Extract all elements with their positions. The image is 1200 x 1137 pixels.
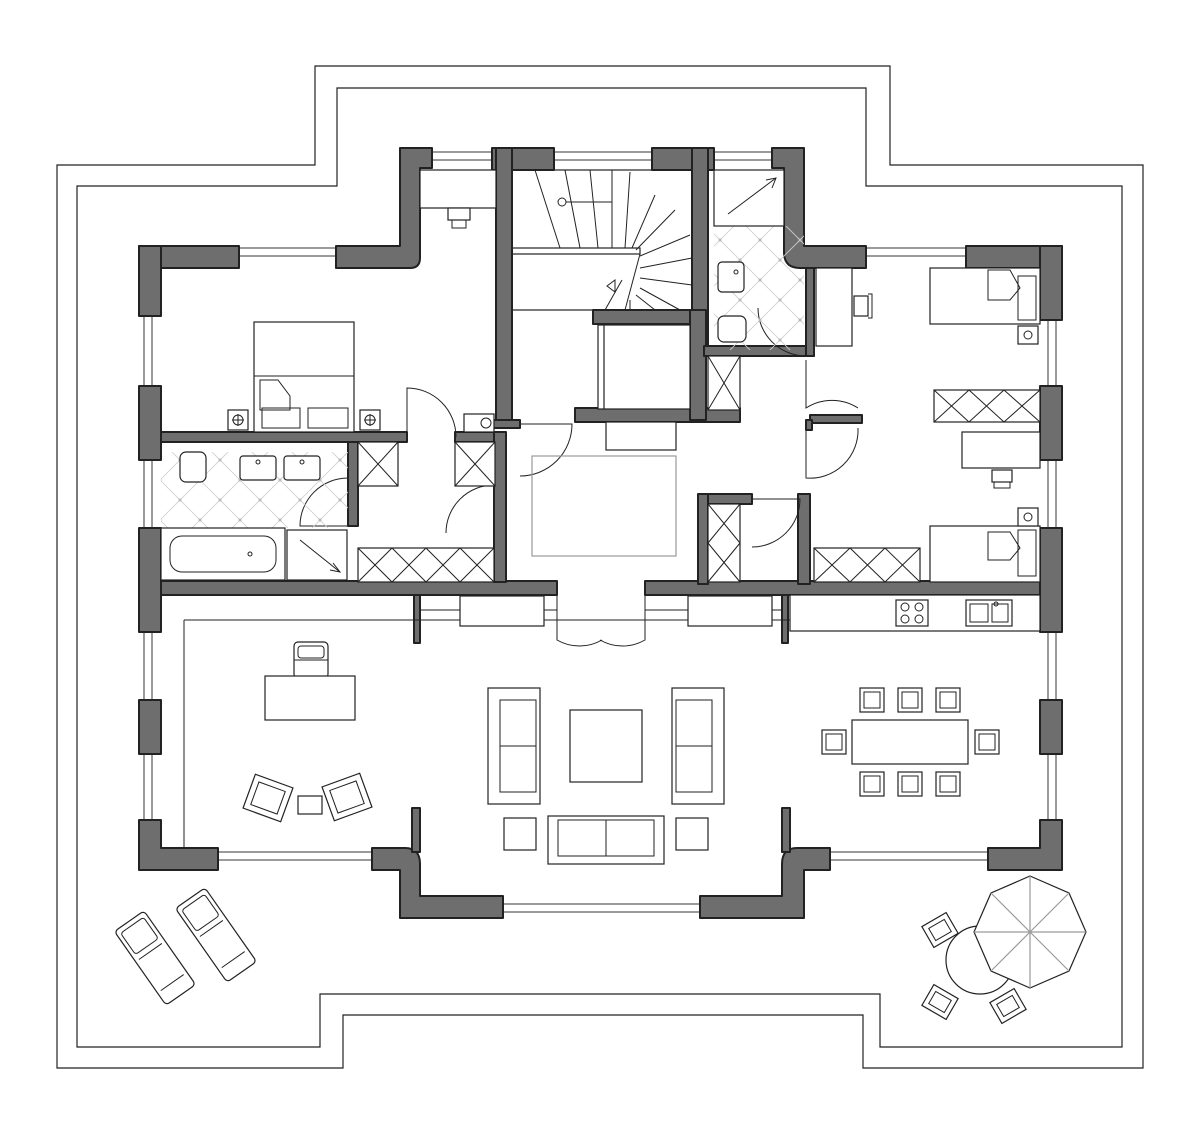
doors — [299, 307, 859, 647]
stove-icon — [895, 599, 929, 627]
sun-lounger-icon — [115, 888, 256, 1005]
bathroom — [160, 451, 348, 581]
kitchen-sink-icon — [965, 599, 1013, 627]
dining-table-icon — [821, 687, 1000, 797]
hall-rug — [531, 455, 677, 557]
wardrobe-icon — [357, 324, 1041, 583]
armchair-icon — [242, 772, 373, 823]
windows — [143, 151, 1057, 913]
bed-icon — [227, 321, 381, 433]
bedroom-right-top — [815, 267, 1041, 347]
exterior-walls — [138, 147, 1063, 919]
terrace — [56, 65, 1144, 1069]
parasol-icon — [921, 875, 1087, 1025]
desk-icon — [419, 169, 497, 433]
shower-wc — [713, 169, 804, 350]
bedroom-right-bottom — [929, 431, 1041, 583]
sofa-icon — [487, 687, 725, 865]
desk-icon — [264, 675, 356, 721]
office-chair-icon — [293, 641, 329, 679]
staircase — [511, 169, 693, 311]
